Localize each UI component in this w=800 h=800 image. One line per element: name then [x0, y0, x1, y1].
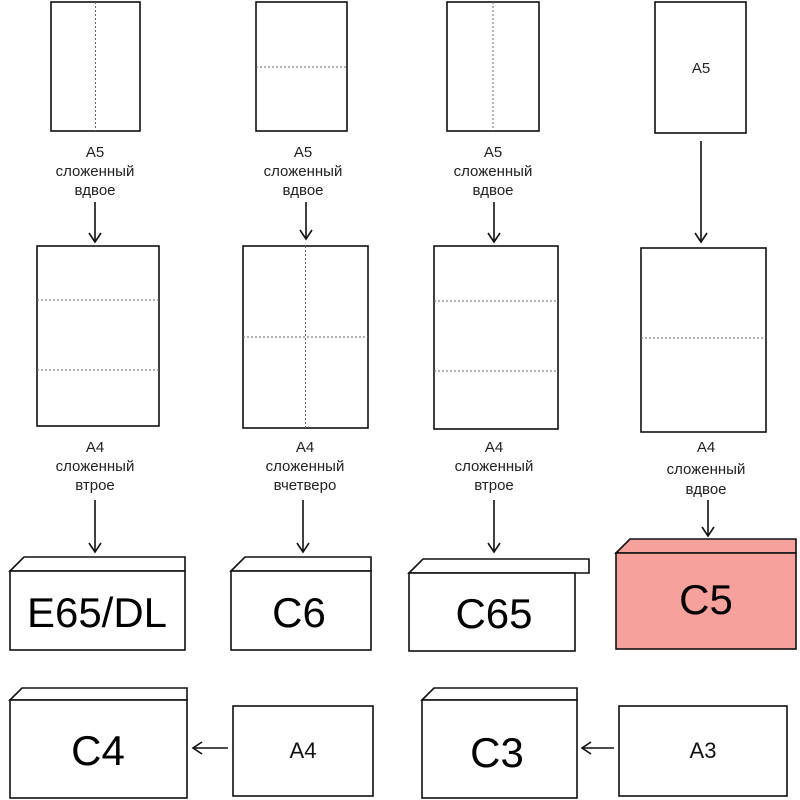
envelope-c65: C65: [407, 558, 590, 652]
source-label-fold-type: вдвое: [472, 182, 513, 199]
arrow-left: [191, 741, 228, 755]
envelope-label: C5: [679, 576, 733, 623]
envelope-label: C4: [71, 727, 125, 774]
sheet-label-a4: A4: [697, 439, 715, 456]
source-label-fold-type: вдвое: [74, 182, 115, 199]
arrow-down: [701, 500, 715, 538]
sheet-label-a4: A4: [86, 439, 104, 456]
arrow-down: [299, 202, 313, 241]
arrow-down: [88, 500, 102, 554]
sheet-label: A3: [690, 738, 717, 763]
sheet-label-folded: сложенный: [667, 461, 746, 478]
sheet-label: A4: [290, 738, 317, 763]
envelope-c6: C6: [229, 556, 372, 651]
sheet-label-a4: A4: [485, 439, 503, 456]
sheet-label-fold-type: вчетверо: [274, 477, 337, 494]
arrow-down: [487, 202, 501, 244]
sheet-label-folded: сложенный: [266, 458, 345, 475]
source-label-folded: сложенный: [264, 163, 343, 180]
arrow-down: [487, 500, 501, 554]
envelope-body: [615, 552, 797, 650]
a3-sheet-bottom: [618, 705, 788, 797]
envelope-flap: [614, 538, 797, 554]
envelope-label: C65: [455, 590, 532, 637]
sheet-label-fold-type: втрое: [75, 477, 115, 494]
arrow-down: [694, 141, 708, 244]
envelope-c4: C4: [8, 687, 188, 799]
envelope-label: C3: [470, 729, 524, 776]
source-label-fold-type: вдвое: [282, 182, 323, 199]
a4-sheet-col3: [433, 245, 559, 430]
source-label-a5: A5: [484, 144, 502, 161]
a4-sheet-col4: [640, 247, 767, 433]
envelope-c3: C3: [420, 687, 578, 799]
a4-sheet-col1: [36, 245, 160, 427]
source-label-a5: A5: [294, 144, 312, 161]
arrow-left: [580, 741, 614, 755]
envelope-label: C6: [272, 589, 326, 636]
sheet-label-a4: A4: [296, 439, 314, 456]
a4-sheet-col2: [242, 245, 369, 429]
sheet-label-fold-type: втрое: [474, 477, 514, 494]
sheet-label-folded: сложенный: [56, 458, 135, 475]
sheet-label-fold-type: вдвое: [685, 481, 726, 498]
source-label-folded: сложенный: [56, 163, 135, 180]
sheet-inner-label: A5: [692, 60, 710, 77]
envelope-c5: C5: [614, 538, 797, 650]
source-label-a5: A5: [86, 144, 104, 161]
envelope-label: E65/DL: [27, 589, 167, 636]
arrow-down: [88, 202, 102, 244]
arrow-down: [296, 500, 310, 554]
a4-sheet-bottom: [232, 705, 374, 797]
sheet-label-folded: сложенный: [455, 458, 534, 475]
source-label-folded: сложенный: [454, 163, 533, 180]
a5-sheet-col4: [654, 1, 747, 134]
envelope-e65-dl: E65/DL: [8, 556, 186, 651]
